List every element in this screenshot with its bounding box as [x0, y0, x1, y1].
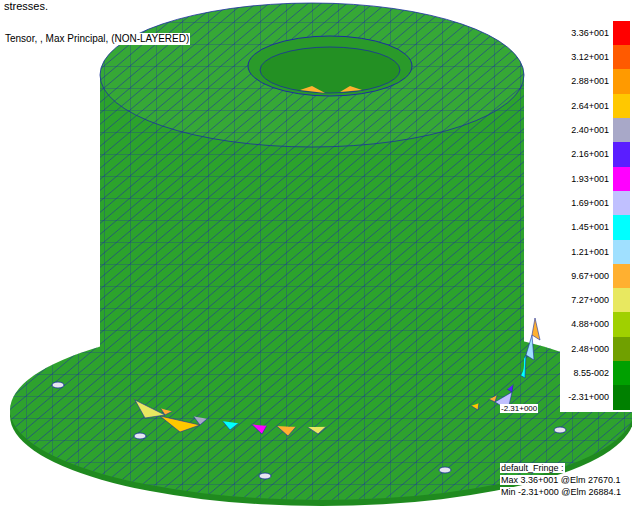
legend-swatch [613, 288, 630, 312]
legend-value: 3.12+001 [570, 52, 610, 62]
legend-value: 1.45+001 [570, 222, 610, 232]
legend-swatch [613, 385, 630, 409]
legend-swatch [613, 118, 630, 142]
legend-value: 2.48+000 [570, 344, 610, 354]
legend-swatch [613, 167, 630, 191]
legend-swatch [613, 94, 630, 118]
legend-swatch [613, 215, 630, 239]
legend-value: 2.40+001 [570, 125, 610, 135]
legend-swatch [613, 337, 630, 361]
legend-swatch [613, 240, 630, 264]
legend-panel [560, 18, 632, 412]
plot-title: Tensor, , Max Principal, (NON-LAYERED) [4, 33, 190, 45]
legend-swatch [613, 142, 630, 166]
legend-swatch [613, 361, 630, 385]
min-marker: -2.31+000 [500, 404, 538, 413]
legend-value: 8.55-002 [572, 368, 610, 378]
legend-value: 9.67+000 [570, 271, 610, 281]
top-mesh [100, 3, 524, 147]
legend-value: 1.69+001 [570, 198, 610, 208]
min-note: Min -2.31+000 @Elm 26884.1 [500, 487, 622, 497]
legend-value: 1.21+001 [570, 247, 610, 257]
legend-value: 1.93+001 [570, 174, 610, 184]
caption-fragment: stresses. [4, 0, 48, 13]
legend-value: 2.64+001 [570, 101, 610, 111]
legend-value: 2.16+001 [570, 149, 610, 159]
legend-value: 4.88+000 [570, 319, 610, 329]
legend-swatch [613, 191, 630, 215]
legend-value: 3.36+001 [570, 28, 610, 38]
legend-value: -2.31+000 [567, 392, 610, 402]
legend-swatch [613, 264, 630, 288]
legend-swatch [613, 21, 630, 45]
legend-swatch [613, 312, 630, 336]
bore [260, 47, 400, 93]
stress-hotspot [340, 86, 362, 92]
counterbore [248, 36, 412, 96]
legend-swatch [613, 69, 630, 93]
stress-hotspot [300, 86, 325, 93]
cylinder-top [100, 3, 524, 147]
legend-value: 2.88+001 [570, 76, 610, 86]
legend-value: 7.27+000 [570, 295, 610, 305]
max-note: Max 3.36+001 @Elm 27670.1 [500, 475, 621, 485]
legend-swatch [613, 45, 630, 69]
fringe-name: default_Fringe : [500, 463, 565, 473]
